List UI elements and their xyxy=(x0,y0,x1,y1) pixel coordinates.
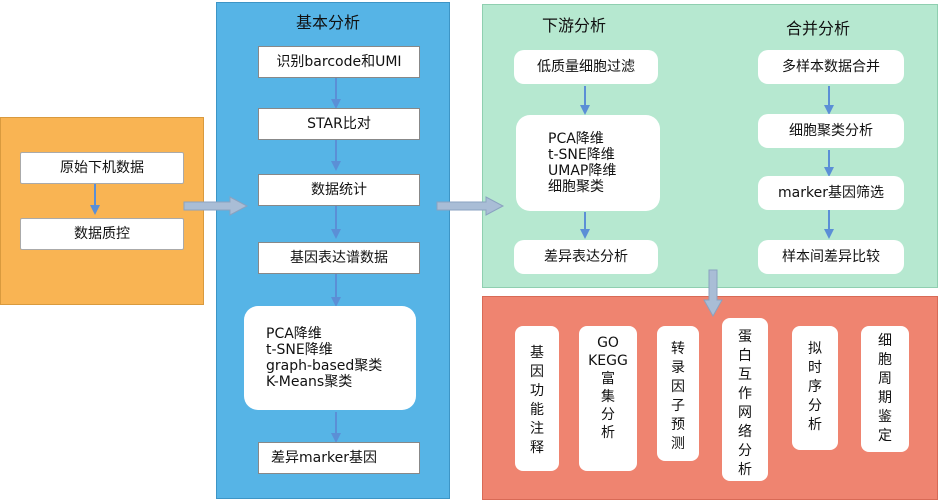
star-box: STAR比对 xyxy=(258,108,420,140)
cell-cycle-box: 细 胞 周 期 鉴 定 xyxy=(861,326,909,452)
char: 周 xyxy=(878,371,892,387)
merge-panel-title: 合并分析 xyxy=(786,19,851,38)
cluster-box: 细胞聚类分析 xyxy=(758,114,904,148)
diff-marker-box: 差异marker基因 xyxy=(258,442,420,474)
big-arrow-to-advanced xyxy=(703,269,723,318)
char: 录 xyxy=(671,360,685,376)
diff-expr-box: 差异表达分析 xyxy=(514,240,658,274)
char: 网 xyxy=(738,405,752,421)
char: 期 xyxy=(878,390,892,406)
input-panel xyxy=(0,117,204,305)
basic-dimred-line: PCA降维 xyxy=(266,325,322,342)
char: 测 xyxy=(671,436,685,452)
downstream-dimred-line: PCA降维 xyxy=(548,130,604,147)
downstream-dimred-line: t-SNE降维 xyxy=(548,146,615,163)
char: 序 xyxy=(808,379,822,395)
char: 蛋 xyxy=(738,329,752,345)
tf-prediction-box: 转 录 因 子 预 测 xyxy=(657,326,699,461)
char: 子 xyxy=(671,398,685,414)
char: 基 xyxy=(530,345,544,361)
char: 富 xyxy=(601,371,615,387)
basic-dimred-line: t-SNE降维 xyxy=(266,341,333,358)
downstream-dimred-line: UMAP降维 xyxy=(548,163,617,179)
marker-select-box: marker基因筛选 xyxy=(758,176,904,210)
char: 集 xyxy=(601,389,615,405)
pseudotime-box: 拟 时 序 分 析 xyxy=(792,326,838,450)
char: 注 xyxy=(530,421,544,437)
basic-dimred-box: PCA降维 t-SNE降维 graph-based聚类 K-Means聚类 xyxy=(244,306,416,410)
char: 胞 xyxy=(878,352,892,368)
basic-panel-title: 基本分析 xyxy=(296,13,361,32)
char: 作 xyxy=(738,386,752,402)
qc-box: 数据质控 xyxy=(20,218,184,250)
char: 释 xyxy=(530,440,544,456)
multi-merge-box: 多样本数据合并 xyxy=(758,50,904,84)
char: 功 xyxy=(530,383,544,399)
char: KEGG xyxy=(588,353,628,369)
downstream-dimred-line: 细胞聚类 xyxy=(548,179,604,196)
func-annotation-box: 基 因 功 能 注 释 xyxy=(515,326,559,471)
char: 因 xyxy=(530,364,544,380)
char: 络 xyxy=(738,424,752,440)
stats-box: 数据统计 xyxy=(258,174,420,206)
char: 析 xyxy=(601,425,615,441)
downstream-dimred-box: PCA降维 t-SNE降维 UMAP降维 细胞聚类 xyxy=(516,115,660,211)
char: 预 xyxy=(671,417,685,433)
char: 鉴 xyxy=(878,409,892,425)
char: 分 xyxy=(808,398,822,414)
downstream-panel-title: 下游分析 xyxy=(542,16,607,35)
barcode-umi-box: 识别barcode和UMI xyxy=(258,46,420,78)
char: 分 xyxy=(601,407,615,423)
basic-dimred-line: K-Means聚类 xyxy=(266,374,353,391)
char: 拟 xyxy=(808,341,822,357)
basic-dimred-line: graph-based聚类 xyxy=(266,358,383,374)
enrichment-box: GO KEGG 富 集 分 析 xyxy=(579,326,637,471)
char: 析 xyxy=(738,462,752,478)
char: 细 xyxy=(878,333,892,349)
char: 因 xyxy=(671,379,685,395)
char: 析 xyxy=(808,417,822,433)
sample-diff-box: 样本间差异比较 xyxy=(758,240,904,274)
big-arrow-input-to-basic xyxy=(183,196,249,216)
char: 分 xyxy=(738,443,752,459)
char: 能 xyxy=(530,402,544,418)
char: 互 xyxy=(738,367,752,383)
char: 时 xyxy=(808,360,822,376)
char: GO xyxy=(597,335,619,351)
expr-matrix-box: 基因表达谱数据 xyxy=(258,242,420,274)
raw-data-box: 原始下机数据 xyxy=(20,152,184,184)
ppi-network-box: 蛋 白 互 作 网 络 分 析 xyxy=(722,318,768,481)
big-arrow-basic-to-downstream xyxy=(436,196,505,216)
lowq-filter-box: 低质量细胞过滤 xyxy=(514,50,658,84)
char: 白 xyxy=(738,348,752,364)
char: 转 xyxy=(671,341,685,357)
char: 定 xyxy=(878,428,892,444)
